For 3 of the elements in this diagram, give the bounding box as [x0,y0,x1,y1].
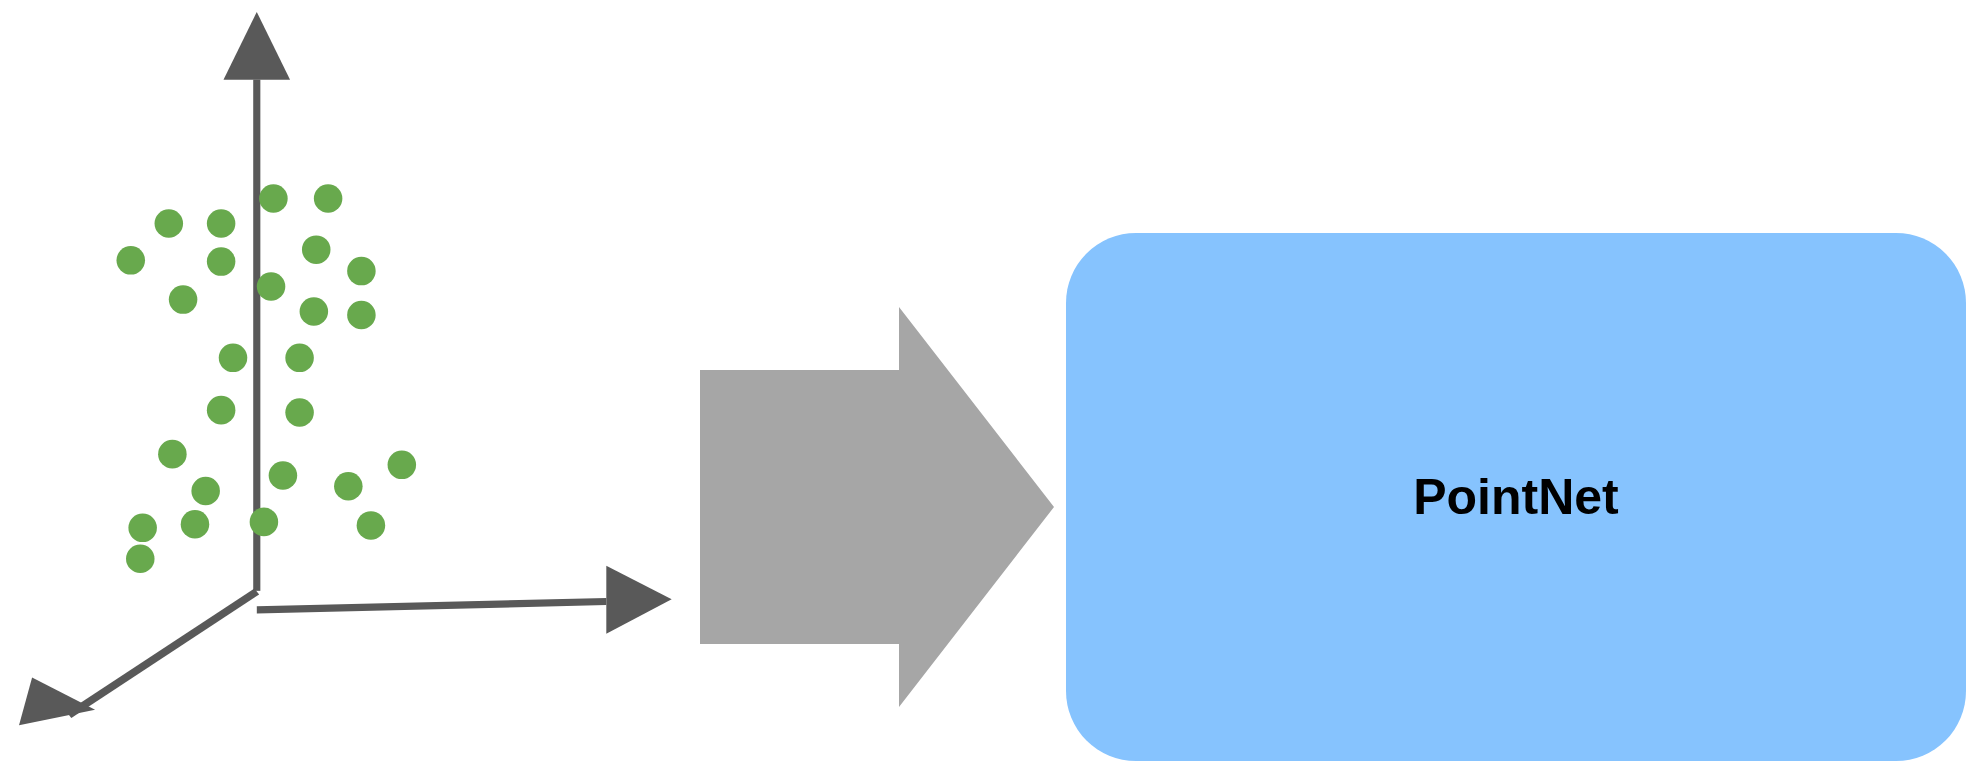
model-name: PointNet [1413,467,1619,527]
block-arrow [700,307,1054,707]
model-box [1066,233,1966,761]
